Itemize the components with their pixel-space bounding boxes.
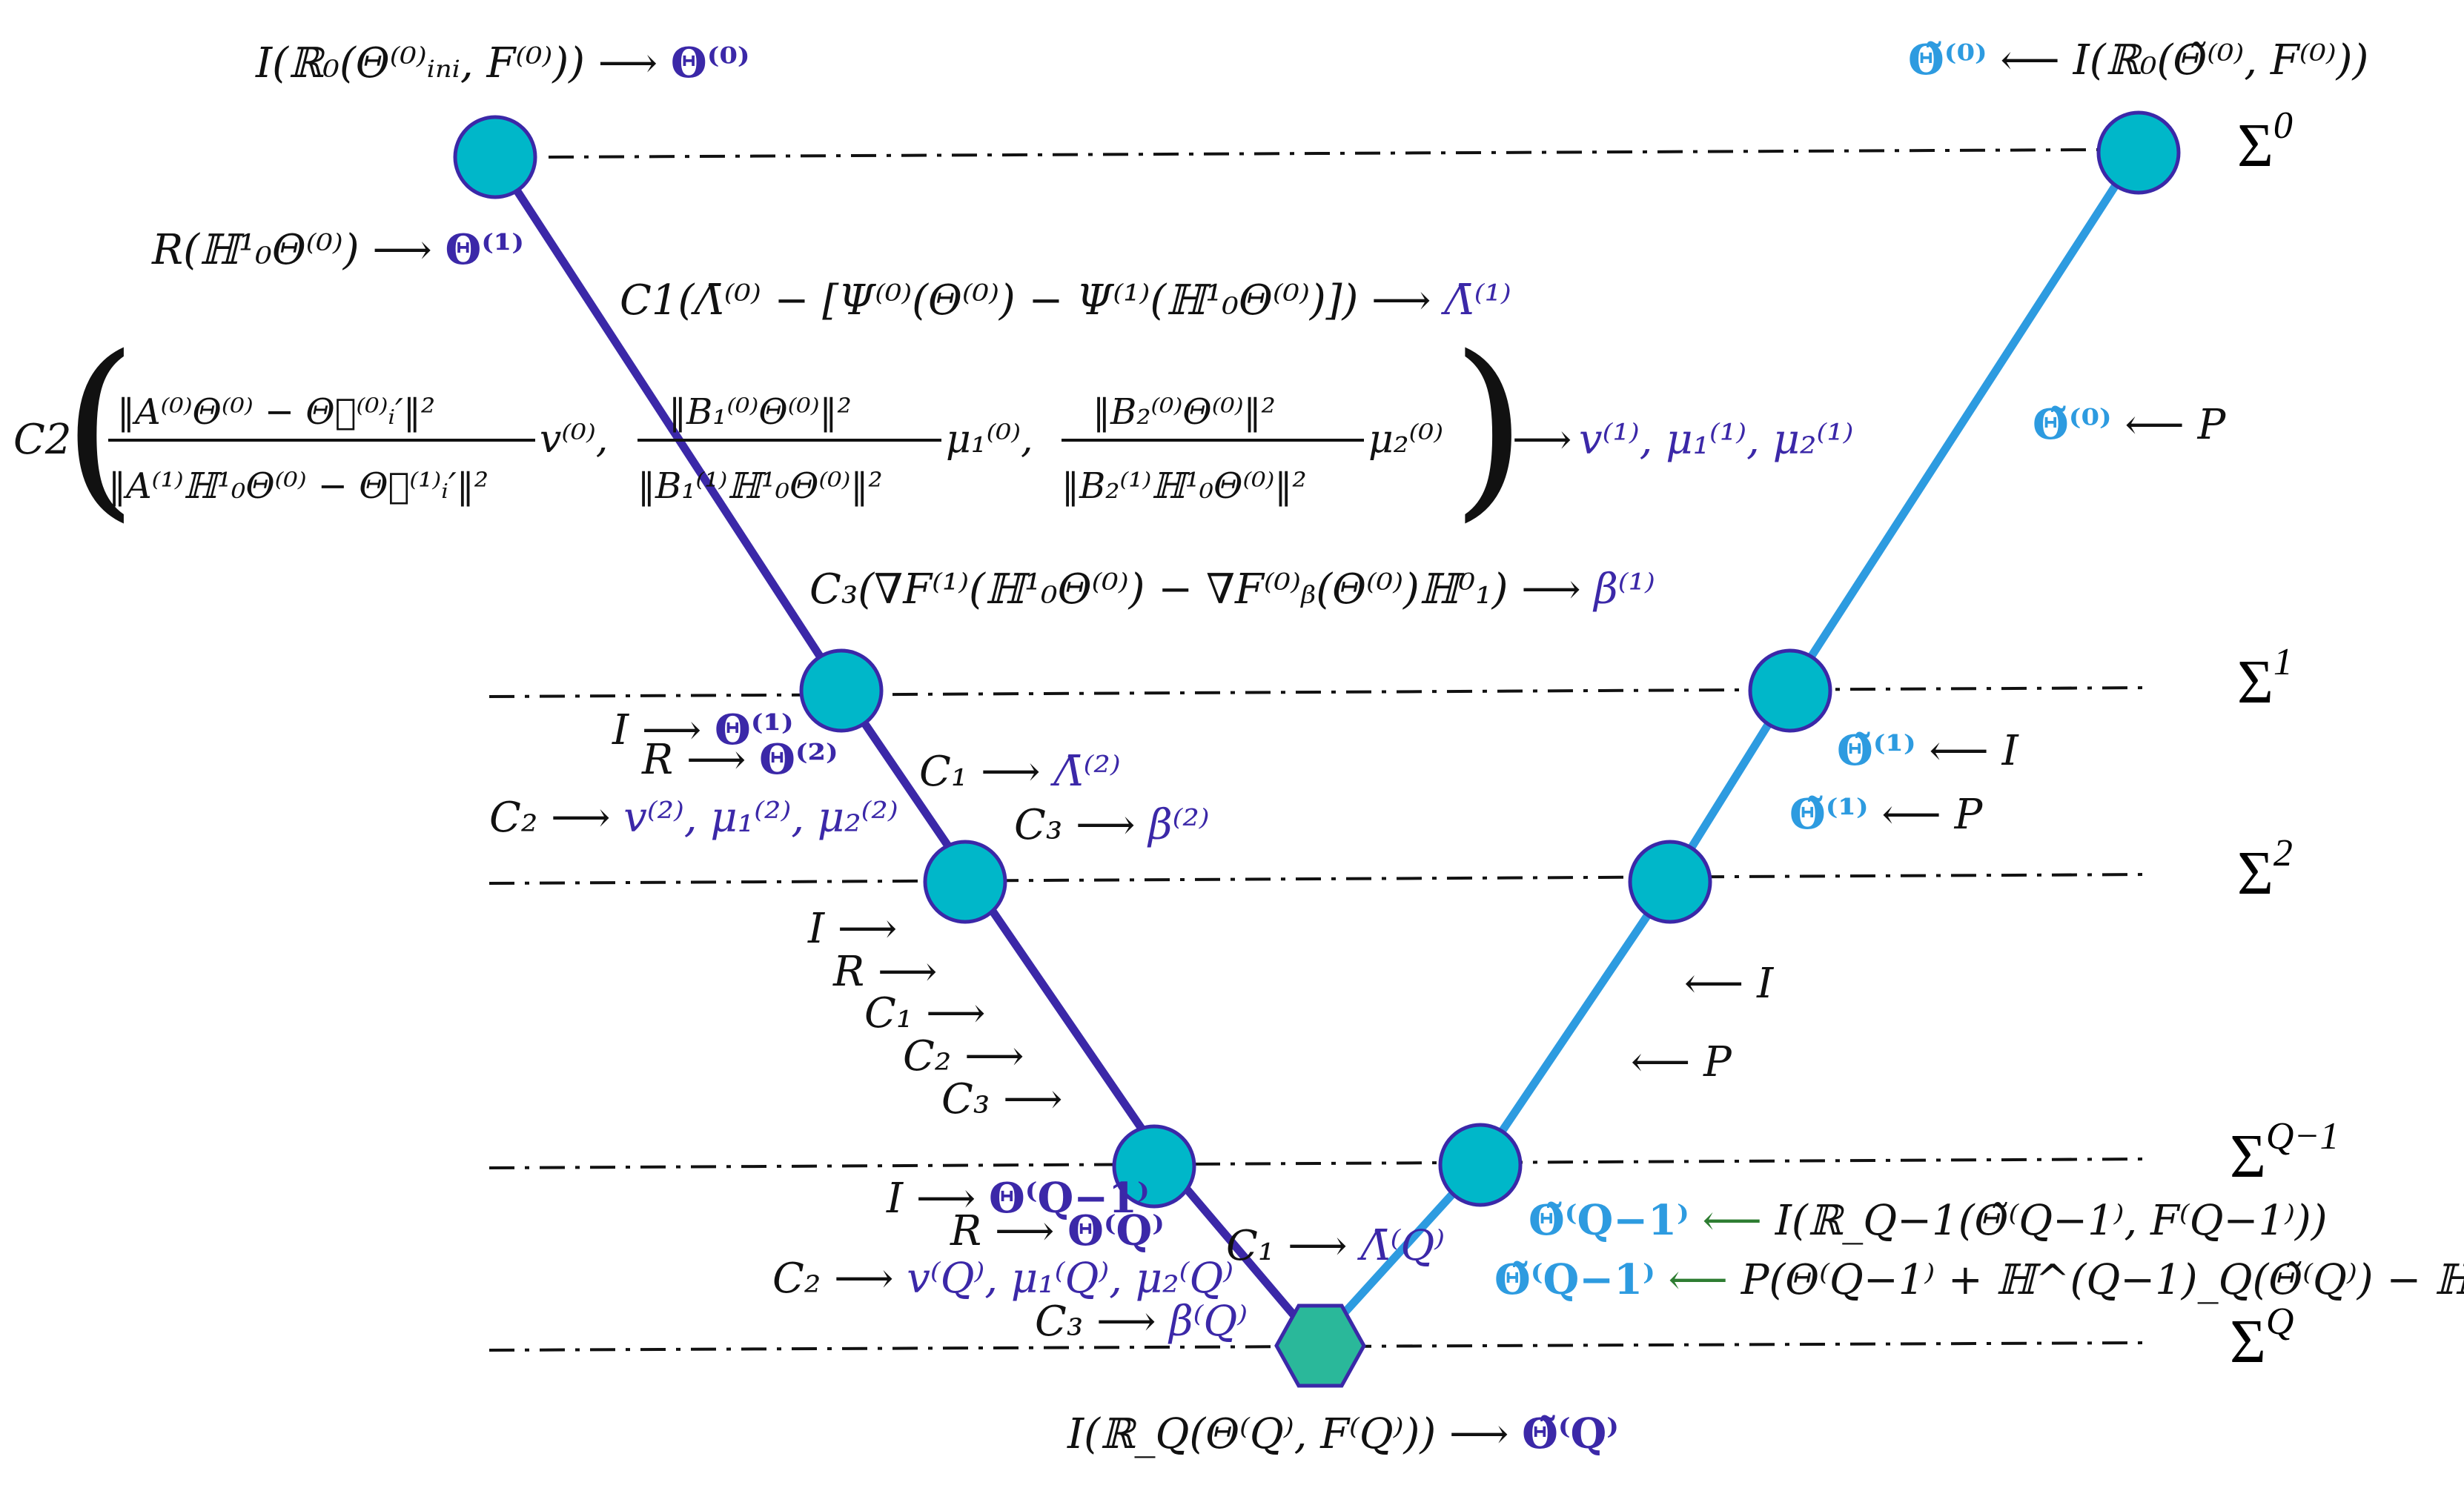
label-right-pq: Θ̃⁽Q−1⁾ ⟵ P(Θ⁽Q−1⁾ + ℍ^(Q−1)_Q(Θ̃⁽Q⁾) − … <box>1494 1255 2464 1304</box>
c2-frac2-num: ‖B₁⁽⁰⁾Θ⁽⁰⁾‖² <box>669 391 852 433</box>
level-line-0 <box>548 148 2099 159</box>
label-l1-c2: C₂ ⟶ v⁽²⁾, μ₁⁽²⁾, μ₂⁽²⁾ <box>489 794 898 842</box>
c2-result: v⁽¹⁾, μ₁⁽¹⁾, μ₂⁽¹⁾ <box>1579 416 1853 464</box>
label-l1-c1: C₁ ⟶ Λ̄⁽²⁾ <box>919 748 1121 796</box>
c2-frac1-den: ‖A⁽¹⁾ℍ¹₀Θ⁽⁰⁾ − Θ⃗⁽¹⁾ᵢ′‖² <box>108 465 489 507</box>
c2-right-paren: ) <box>1451 316 1526 539</box>
level-label-0: Σ0 <box>2237 104 2293 180</box>
c2-left-paren: ( <box>62 316 137 539</box>
label-l2-c3: C₃ ⟶ <box>941 1075 1062 1123</box>
c2-arrow: ⟶ <box>1512 416 1572 464</box>
c2-frac3-den: ‖B₂⁽¹⁾ℍ¹₀Θ⁽⁰⁾‖² <box>1062 465 1307 507</box>
label-l2-r: R ⟶ <box>832 948 937 996</box>
label-lq-c3: C₃ ⟶ β⁽Q⁾ <box>1035 1298 1248 1346</box>
c2-frac2-den: ‖B₁⁽¹⁾ℍ¹₀Θ⁽⁰⁾‖² <box>637 465 883 507</box>
label-l1-i: I ⟶ Θ⁽¹⁾ <box>612 705 794 754</box>
node-left-1 <box>799 648 884 733</box>
c2-frac1-num: ‖A⁽⁰⁾Θ⁽⁰⁾ − Θ⃗⁽⁰⁾ᵢ′‖² <box>117 391 435 433</box>
node-right-2 <box>1628 840 1712 924</box>
level-line-q-1 <box>489 1157 2150 1169</box>
node-right-q-1 <box>1438 1123 1523 1207</box>
label-restrict-0: R(ℍ¹₀Θ⁽⁰⁾) ⟶ Θ⁽¹⁾ <box>151 225 524 274</box>
c2-expression: C2 ( ‖A⁽⁰⁾Θ⁽⁰⁾ − Θ⃗⁽⁰⁾ᵢ′‖² ‖A⁽¹⁾ℍ¹₀Θ⁽⁰⁾ … <box>13 316 1853 539</box>
label-l1-c3: C₃ ⟶ β⁽²⁾ <box>1014 801 1210 849</box>
label-right-p0: Θ̃⁽⁰⁾ ⟵ P <box>2033 400 2227 449</box>
c2-frac1-after: v⁽⁰⁾, <box>540 417 608 462</box>
node-right-1 <box>1748 648 1832 733</box>
level-label-2: Σ2 <box>2237 832 2293 908</box>
label-lq-i: I ⟶ Θ⁽Q−1⁾ <box>886 1174 1150 1223</box>
c2-frac3-num: ‖B₂⁽⁰⁾Θ⁽⁰⁾‖² <box>1093 391 1276 433</box>
label-l2-c2: C₂ ⟶ <box>903 1032 1024 1080</box>
coarsest-node-hexagon <box>1274 1303 1366 1388</box>
label-c1-0: C1(Λ̄⁽⁰⁾ − [Ψ⁽⁰⁾(Θ⁽⁰⁾) − Ψ⁽¹⁾(ℍ¹₀Θ⁽⁰⁾)])… <box>620 276 1511 325</box>
level-label-q-1: ΣQ−1 <box>2230 1115 2339 1191</box>
label-right-i2: ⟵ I <box>1684 960 1775 1008</box>
node-left-q-1 <box>1112 1124 1196 1209</box>
label-lq-c1: C₁ ⟶ Λ̄⁽Q⁾ <box>1226 1222 1445 1270</box>
label-lq-r: R ⟶ Θ⁽Q⁾ <box>950 1206 1165 1255</box>
label-l2-i: I ⟶ <box>807 905 897 953</box>
label-top-right: Θ̃⁽⁰⁾ ⟵ I(ℝ₀(Θ̃⁽⁰⁾, F⁽⁰⁾)) <box>1908 36 2368 84</box>
c2-frac2-after: μ₁⁽⁰⁾, <box>946 417 1033 462</box>
label-l2-c1: C₁ ⟶ <box>864 989 985 1037</box>
label-right-p1: Θ̃⁽¹⁾ ⟵ P <box>1789 790 1984 839</box>
node-right-0 <box>2096 110 2181 195</box>
label-right-iq: Θ̃⁽Q−1⁾ ⟵ I(ℝ_Q−1(Θ̃⁽Q−1⁾, F⁽Q−1⁾)) <box>1529 1196 2328 1245</box>
label-top-left: I(ℝ₀(Θ⁽⁰⁾ᵢₙᵢ, F⁽⁰⁾)) ⟶ Θ⁽⁰⁾ <box>255 39 750 87</box>
level-line-2 <box>489 873 2150 885</box>
level-line-1 <box>489 686 2150 698</box>
level-label-1: Σ1 <box>2237 641 2293 717</box>
c2-frac3-after: μ₂⁽⁰⁾ <box>1368 417 1443 462</box>
label-right-p2: ⟵ P <box>1631 1038 1732 1086</box>
label-l1-r: R ⟶ Θ⁽²⁾ <box>641 735 838 784</box>
label-bottom: I(ℝ_Q(Θ⁽Q⁾, F⁽Q⁾)) ⟶ Θ̃⁽Q⁾ <box>1067 1409 1619 1458</box>
label-right-i1: Θ̃⁽¹⁾ ⟵ I <box>1837 726 2020 775</box>
level-label-q: ΣQ <box>2230 1301 2294 1376</box>
node-left-0 <box>453 115 537 199</box>
node-left-2 <box>923 840 1007 924</box>
label-lq-c2: C₂ ⟶ v⁽Q⁾, μ₁⁽Q⁾, μ₂⁽Q⁾ <box>772 1255 1233 1303</box>
c2-prefix: C2 <box>13 416 71 464</box>
label-c3-0: C₃(∇F⁽¹⁾(ℍ¹₀Θ⁽⁰⁾) − ∇F⁽⁰⁾ᵦ(Θ⁽⁰⁾)ℍ⁰₁) ⟶ β… <box>809 565 1655 614</box>
